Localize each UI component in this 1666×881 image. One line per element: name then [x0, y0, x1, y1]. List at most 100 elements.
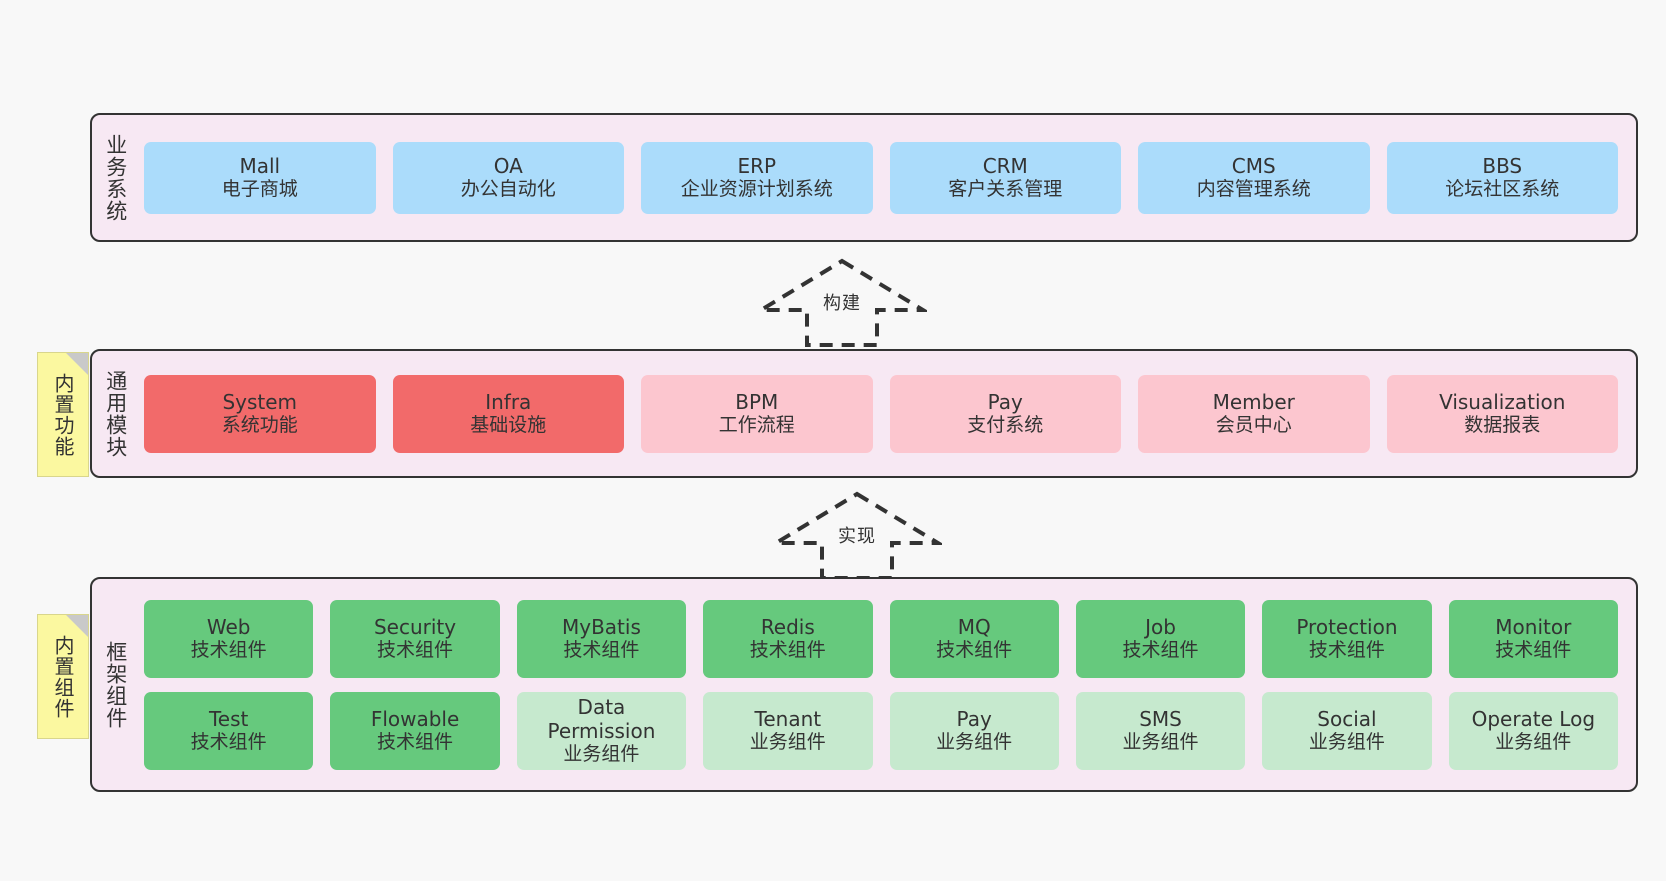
node-subtitle: 业务组件 [1495, 731, 1572, 754]
node-title: CRM [982, 153, 1028, 178]
node-title: Operate Log [1471, 706, 1596, 731]
node-tenant[interactable]: Tenant 业务组件 [703, 691, 873, 770]
node-mybatis[interactable]: MyBatis 技术组件 [516, 599, 687, 678]
node-title: Tenant [754, 706, 822, 731]
node-erp[interactable]: ERP 企业资源计划系统 [641, 141, 873, 214]
node-subtitle: 技术组件 [1122, 639, 1199, 662]
node-redis[interactable]: Redis 技术组件 [703, 599, 873, 678]
node-subtitle: 业务组件 [749, 731, 826, 754]
node-sms[interactable]: SMS 业务组件 [1075, 691, 1246, 770]
box-row: Test 技术组件 Flowable 技术组件 Data Permission … [144, 691, 1618, 770]
node-title: Mall [239, 153, 281, 178]
node-cms[interactable]: CMS 内容管理系统 [1138, 141, 1370, 214]
layer-body-business: Mall 电子商城 OA 办公自动化 ERP 企业资源计划系统 CRM 客户关系… [138, 115, 1636, 240]
arrow-implement-label: 实现 [838, 526, 876, 547]
node-subtitle: 客户关系管理 [948, 178, 1063, 201]
node-title: Job [1145, 614, 1176, 639]
node-data-permission[interactable]: Data Permission 业务组件 [516, 691, 687, 770]
node-title: Pay [956, 706, 992, 731]
node-operate-log[interactable]: Operate Log 业务组件 [1448, 691, 1618, 770]
node-subtitle: 业务组件 [1308, 731, 1385, 754]
layer-title-common: 通用模块 [103, 369, 128, 458]
node-pay[interactable]: Pay 支付系统 [889, 374, 1121, 453]
node-infra[interactable]: Infra 基础设施 [392, 374, 624, 453]
node-web[interactable]: Web 技术组件 [144, 599, 314, 678]
node-visualization[interactable]: Visualization 数据报表 [1386, 374, 1618, 453]
layer-framework-components: 框架组件 Web 技术组件 Security 技术组件 MyBatis 技术组件… [90, 577, 1638, 792]
node-bpm[interactable]: BPM 工作流程 [641, 374, 873, 453]
node-subtitle: 基础设施 [470, 414, 547, 437]
node-test[interactable]: Test 技术组件 [144, 691, 314, 770]
node-crm[interactable]: CRM 客户关系管理 [889, 141, 1121, 214]
node-subtitle: 技术组件 [936, 639, 1013, 662]
node-pay-biz[interactable]: Pay 业务组件 [889, 691, 1059, 770]
node-oa[interactable]: OA 办公自动化 [392, 141, 624, 214]
node-title: Flowable [370, 706, 460, 731]
node-subtitle: 技术组件 [563, 639, 640, 662]
node-subtitle: 技术组件 [377, 639, 454, 662]
node-title: ERP [737, 153, 777, 178]
node-subtitle: 技术组件 [190, 639, 267, 662]
node-subtitle: 支付系统 [967, 414, 1044, 437]
arrow-implement: 实现 [772, 488, 942, 580]
layer-title-framework: 框架组件 [103, 640, 128, 729]
node-title: SMS [1139, 706, 1182, 731]
node-title: BPM [735, 389, 779, 414]
node-subtitle: 业务组件 [563, 743, 640, 766]
node-title: Data Permission [547, 694, 656, 743]
node-title: OA [493, 153, 523, 178]
node-system[interactable]: System 系统功能 [144, 374, 376, 453]
node-member[interactable]: Member 会员中心 [1138, 374, 1370, 453]
box-row: Web 技术组件 Security 技术组件 MyBatis 技术组件 Redi… [144, 599, 1618, 678]
box-row: System 系统功能 Infra 基础设施 BPM 工作流程 Pay 支付系统… [144, 374, 1618, 453]
arrow-build: 构建 [757, 255, 927, 347]
node-title: Pay [987, 389, 1023, 414]
node-title: BBS [1482, 153, 1523, 178]
node-bbs[interactable]: BBS 论坛社区系统 [1386, 141, 1618, 214]
node-monitor[interactable]: Monitor 技术组件 [1448, 599, 1618, 678]
node-subtitle: 技术组件 [1495, 639, 1572, 662]
node-subtitle: 数据报表 [1464, 414, 1541, 437]
sticky-note-builtin-components: 内置组件 [37, 614, 89, 739]
node-subtitle: 内容管理系统 [1196, 178, 1311, 201]
node-subtitle: 系统功能 [221, 414, 298, 437]
node-title: System [222, 389, 298, 414]
node-title: MQ [957, 614, 991, 639]
node-title: Test [208, 706, 249, 731]
node-title: Social [1317, 706, 1377, 731]
node-title: CMS [1231, 153, 1276, 178]
node-title: Visualization [1439, 389, 1566, 414]
node-protection[interactable]: Protection 技术组件 [1262, 599, 1432, 678]
node-subtitle: 技术组件 [749, 639, 826, 662]
node-subtitle: 业务组件 [936, 731, 1013, 754]
layer-body-framework: Web 技术组件 Security 技术组件 MyBatis 技术组件 Redi… [138, 579, 1636, 790]
node-mall[interactable]: Mall 电子商城 [144, 141, 376, 214]
node-flowable[interactable]: Flowable 技术组件 [330, 691, 500, 770]
sticky-note-builtin-functions: 内置功能 [37, 352, 89, 477]
node-title: Redis [760, 614, 815, 639]
node-subtitle: 业务组件 [1122, 731, 1199, 754]
node-social[interactable]: Social 业务组件 [1262, 691, 1432, 770]
node-subtitle: 论坛社区系统 [1445, 178, 1560, 201]
node-subtitle: 电子商城 [221, 178, 298, 201]
node-title: Protection [1296, 614, 1398, 639]
node-job[interactable]: Job 技术组件 [1075, 599, 1246, 678]
layer-business-systems: 业务系统 Mall 电子商城 OA 办公自动化 ERP 企业资源计划系统 CRM… [90, 113, 1638, 242]
node-subtitle: 会员中心 [1215, 414, 1292, 437]
node-title: Monitor [1495, 614, 1572, 639]
node-mq[interactable]: MQ 技术组件 [889, 599, 1059, 678]
node-title: MyBatis [561, 614, 641, 639]
layer-body-common: System 系统功能 Infra 基础设施 BPM 工作流程 Pay 支付系统… [138, 351, 1636, 476]
node-title: Infra [485, 389, 532, 414]
node-subtitle: 工作流程 [718, 414, 795, 437]
box-row: Mall 电子商城 OA 办公自动化 ERP 企业资源计划系统 CRM 客户关系… [144, 141, 1618, 214]
node-subtitle: 技术组件 [377, 731, 454, 754]
layer-title-business: 业务系统 [103, 133, 128, 222]
node-subtitle: 企业资源计划系统 [680, 178, 833, 201]
node-security[interactable]: Security 技术组件 [330, 599, 500, 678]
node-title: Web [206, 614, 251, 639]
node-subtitle: 技术组件 [1308, 639, 1385, 662]
node-title: Security [373, 614, 457, 639]
node-subtitle: 技术组件 [190, 731, 267, 754]
